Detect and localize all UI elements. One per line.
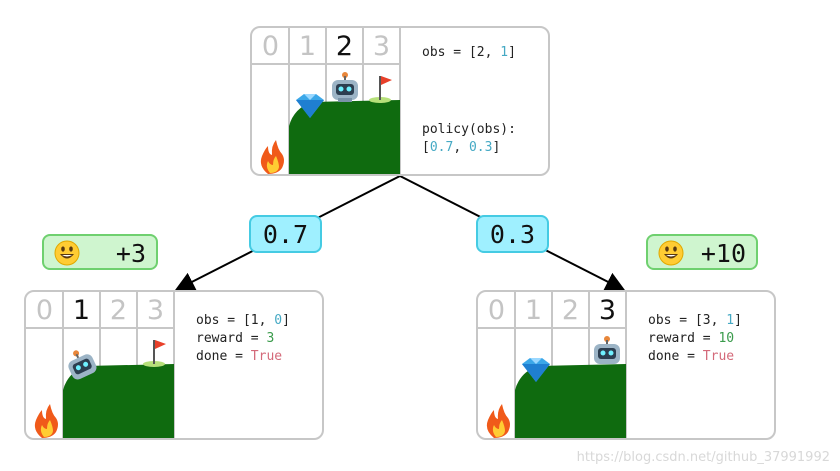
fire-icon	[486, 404, 510, 438]
left-reward-value: +3	[115, 239, 146, 268]
diamond-icon	[296, 94, 324, 118]
top-cell-0: 0	[261, 30, 280, 62]
left-obs-a: 1	[250, 313, 259, 328]
right-cell-3: 3	[598, 294, 617, 326]
fire-icon	[34, 404, 58, 438]
left-reward-text: 3	[266, 331, 275, 346]
smiley-icon	[54, 240, 80, 266]
top-obs-b: 1	[500, 45, 509, 60]
left-cell-1: 1	[72, 294, 91, 326]
top-cell-3: 3	[372, 30, 391, 62]
watermark: https://blog.csdn.net/github_37991992	[576, 450, 830, 465]
right-state-panel: 0 1 2 3	[476, 290, 776, 440]
policy-a: 0.7	[429, 140, 454, 155]
left-cell-0: 0	[35, 294, 54, 326]
right-reward-text: 10	[718, 331, 735, 346]
right-done-value: True	[702, 349, 735, 364]
right-cell-2: 2	[561, 294, 580, 326]
left-obs-b: 0	[274, 313, 283, 328]
policy-b: 0.3	[468, 140, 493, 155]
right-obs-b: 1	[726, 313, 735, 328]
right-reward-badge: +10	[646, 234, 758, 270]
left-cell-2: 2	[109, 294, 128, 326]
left-info: obs = [1, 0] reward = 3 done = True	[196, 313, 290, 364]
smiley-icon	[658, 240, 684, 266]
top-cell-2: 2	[335, 30, 354, 62]
flag-icon	[369, 76, 392, 103]
left-prob-badge: 0.7	[249, 215, 322, 253]
left-terrain	[34, 340, 174, 438]
top-policy: policy(obs): [0.7, 0.3]	[422, 122, 516, 155]
diamond-icon	[522, 358, 550, 382]
top-terrain	[260, 72, 400, 174]
right-info: obs = [3, 1] reward = 10 done = True	[648, 313, 742, 364]
fire-icon	[260, 140, 284, 174]
flag-icon	[143, 340, 166, 367]
left-cell-3: 3	[146, 294, 165, 326]
top-cell-1: 1	[298, 30, 317, 62]
left-grid: 0 1 2 3	[26, 292, 176, 438]
top-grid: 0 1 2 3	[252, 28, 402, 174]
robot-icon	[594, 336, 620, 364]
robot-icon	[68, 350, 97, 380]
left-state-panel: 0 1 2 3	[24, 290, 324, 440]
right-grid: 0 1 2 3	[478, 292, 628, 438]
left-done-value: True	[250, 349, 283, 364]
right-terrain	[486, 336, 626, 438]
top-state-panel: 0 1 2 3	[250, 26, 550, 176]
right-prob-badge: 0.3	[476, 215, 549, 253]
left-reward-badge: +3	[42, 234, 158, 270]
right-reward-value: +10	[700, 239, 746, 268]
right-cell-0: 0	[487, 294, 506, 326]
right-obs-a: 3	[702, 313, 711, 328]
right-cell-1: 1	[524, 294, 543, 326]
robot-icon	[332, 72, 358, 102]
top-obs-a: 2	[476, 45, 485, 60]
policy-label: policy(obs):	[422, 122, 516, 137]
top-info: obs = [2, 1]	[422, 45, 516, 60]
